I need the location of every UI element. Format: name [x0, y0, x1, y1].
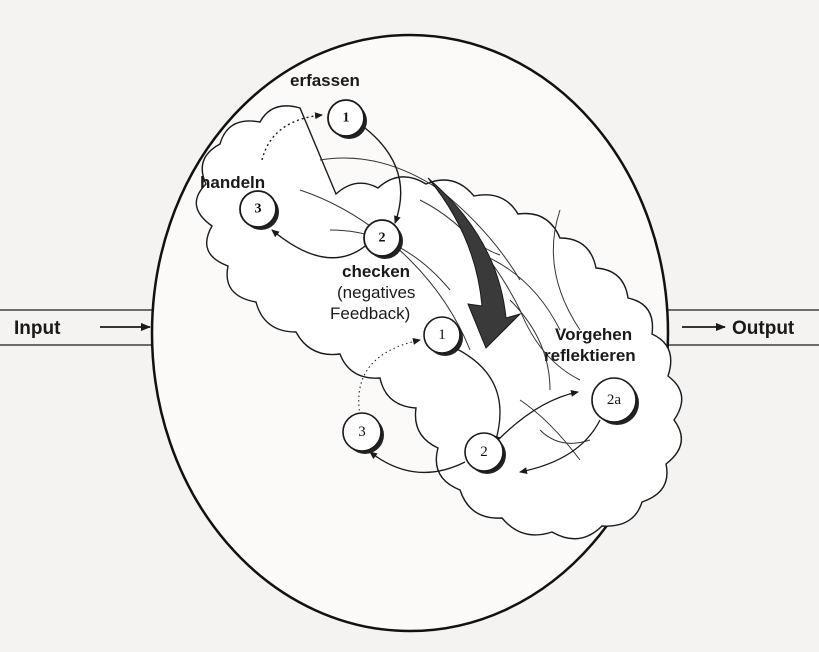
output-label: Output — [732, 318, 795, 339]
label-negatives: (negatives — [337, 283, 415, 302]
input-label: Input — [14, 318, 61, 339]
upper-node-1-label: 1 — [343, 111, 350, 126]
upper-node-2-label: 2 — [379, 231, 386, 246]
label-reflektieren: reflektieren — [544, 346, 636, 365]
lower-node-1-label: 1 — [438, 327, 446, 343]
label-vorgehen: Vorgehen — [555, 325, 632, 344]
label-checken: checken — [342, 262, 410, 281]
label-feedback: Feedback) — [330, 304, 410, 323]
label-erfassen: erfassen — [290, 71, 360, 90]
lower-node-3-label: 3 — [358, 424, 366, 440]
label-handeln: handeln — [200, 173, 265, 192]
lower-node-2a-label: 2a — [607, 392, 622, 408]
upper-node-3-label: 3 — [255, 202, 262, 217]
lower-node-2-label: 2 — [480, 444, 488, 460]
